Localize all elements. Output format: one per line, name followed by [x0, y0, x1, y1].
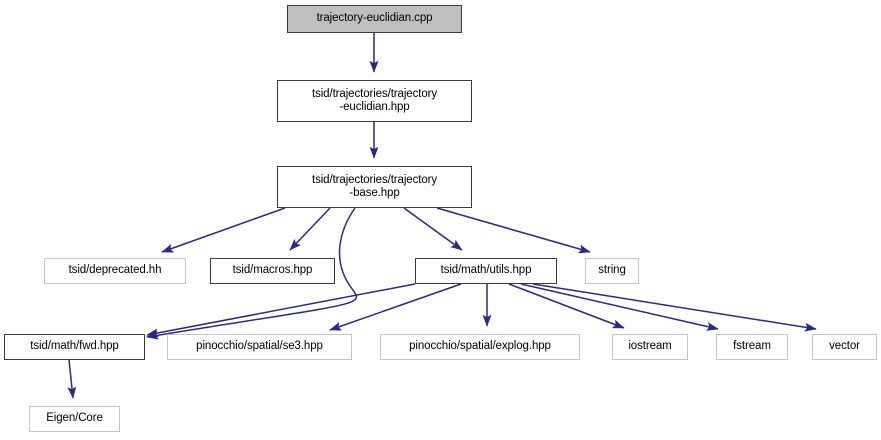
graph-node-label: trajectory-euclidian.cpp [316, 12, 433, 25]
graph-edge-traj_base_hpp-to-utils_hpp [403, 207, 463, 251]
graph-node-se3_hpp[interactable]: pinocchio/spatial/se3.hpp [167, 334, 352, 360]
graph-node-label: tsid/macros.hpp [232, 264, 313, 277]
graph-node-fstream[interactable]: fstream [716, 334, 788, 360]
graph-node-macros_hpp[interactable]: tsid/macros.hpp [210, 258, 335, 284]
graph-node-label: tsid/math/fwd.hpp [30, 340, 119, 353]
graph-node-iostream[interactable]: iostream [612, 334, 688, 360]
graph-node-label: tsid/trajectories/trajectory -base.hpp [311, 173, 438, 200]
graph-edge-utils_hpp-to-se3_hpp [329, 283, 462, 331]
graph-node-traj_base_hpp[interactable]: tsid/trajectories/trajectory -base.hpp [277, 166, 472, 208]
graph-node-traj_euclidian_hpp[interactable]: tsid/trajectories/trajectory -euclidian.… [277, 80, 472, 122]
graph-node-label: string [598, 264, 626, 277]
graph-node-root[interactable]: trajectory-euclidian.cpp [287, 5, 462, 33]
graph-edge-utils_hpp-to-iostream [508, 283, 625, 329]
graph-edge-traj_base_hpp-to-macros_hpp [289, 207, 331, 251]
graph-node-string[interactable]: string [585, 258, 639, 284]
graph-node-fwd_hpp[interactable]: tsid/math/fwd.hpp [4, 334, 145, 360]
graph-node-label: Eigen/Core [46, 412, 103, 425]
graph-node-label: pinocchio/spatial/se3.hpp [196, 340, 323, 353]
graph-node-vector[interactable]: vector [812, 334, 877, 360]
graph-edge-fwd_hpp-to-eigen_core [67, 359, 77, 399]
graph-edge-traj_base_hpp-to-string [436, 207, 591, 254]
graph-node-label: tsid/math/utils.hpp [440, 264, 532, 277]
graph-node-label: iostream [628, 340, 672, 353]
graph-node-label: fstream [733, 340, 771, 353]
graph-node-label: tsid/deprecated.hh [68, 264, 162, 277]
graph-node-eigen_core[interactable]: Eigen/Core [29, 406, 120, 432]
graph-node-label: tsid/trajectories/trajectory -euclidian.… [311, 87, 438, 114]
graph-edge-utils_hpp-to-fstream [520, 283, 719, 331]
graph-node-utils_hpp[interactable]: tsid/math/utils.hpp [415, 258, 557, 284]
graph-edge-traj_base_hpp-to-deprecated_hh [161, 207, 286, 253]
graph-edge-utils_hpp-to-vector [532, 283, 817, 332]
graph-node-deprecated_hh[interactable]: tsid/deprecated.hh [44, 258, 186, 284]
graph-edge-traj_base_hpp-to-fwd_hpp [146, 207, 358, 340]
graph-edge-utils_hpp-to-fwd_hpp [146, 283, 416, 338]
graph-node-explog_hpp[interactable]: pinocchio/spatial/explog.hpp [380, 334, 580, 360]
graph-node-label: pinocchio/spatial/explog.hpp [409, 340, 551, 353]
graph-node-label: vector [829, 340, 860, 353]
